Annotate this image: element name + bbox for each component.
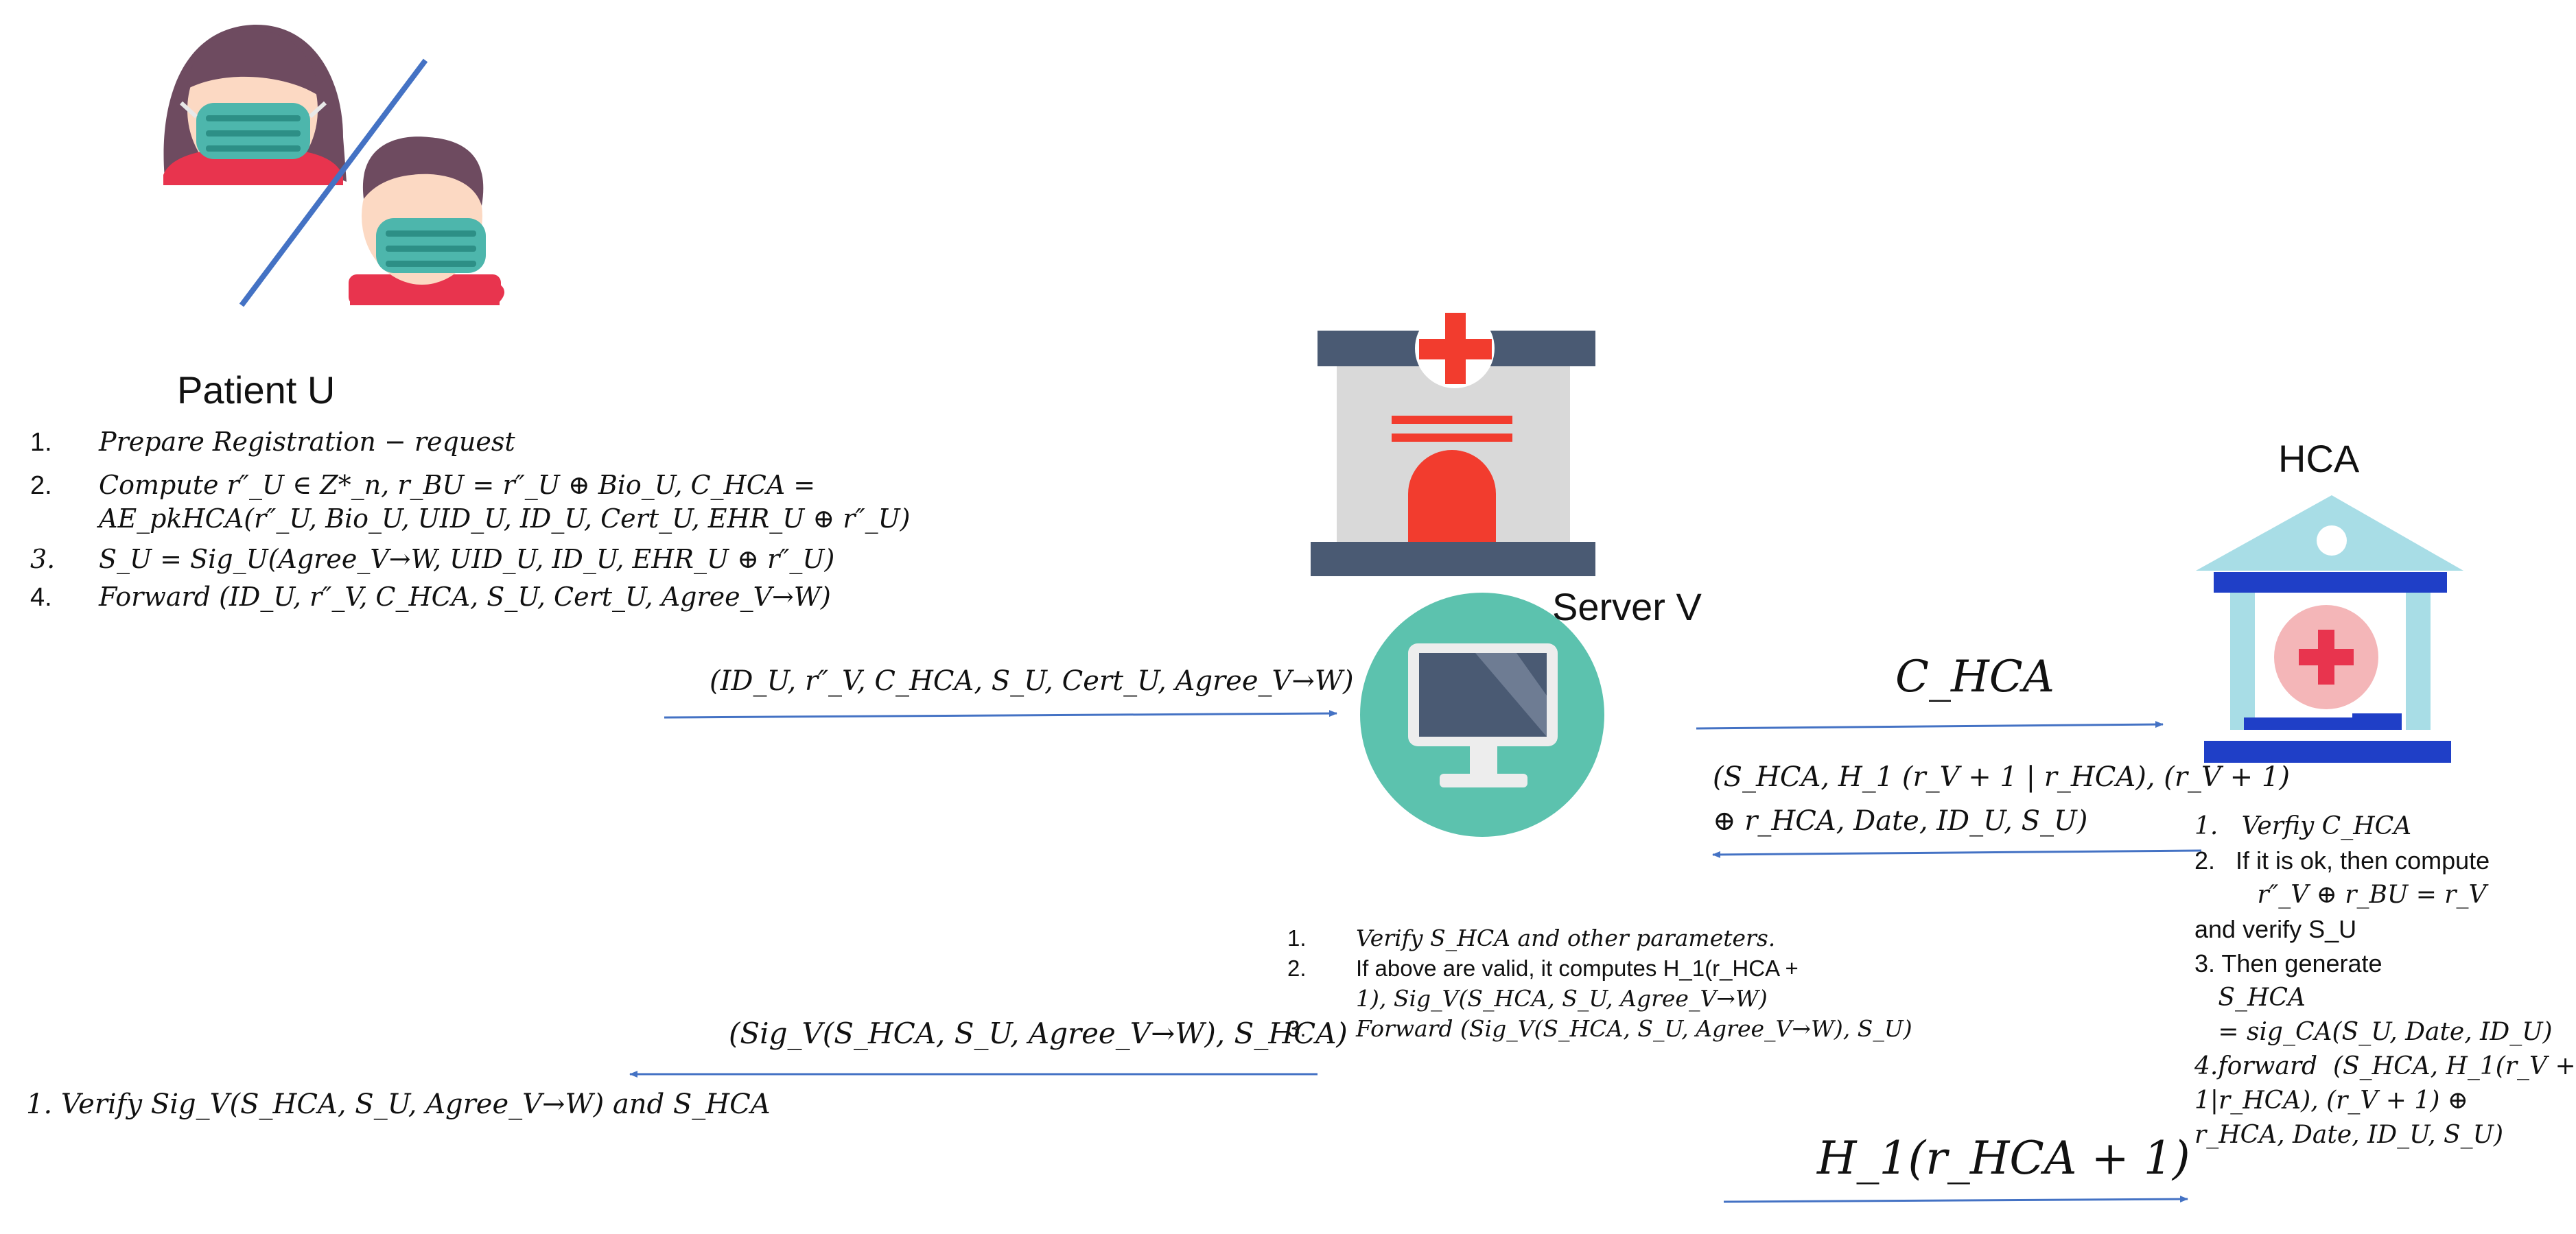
server-step: 2.If above are valid, it computes H_1(r_…: [1287, 956, 1799, 981]
arrow-patient-to-server: [664, 710, 1337, 719]
patient-step: 4.Forward (ID_U, r″_V, C_HCA, S_U, Cert_…: [30, 582, 831, 612]
patient-step: 1.Prepare Registration − request: [30, 427, 515, 457]
arrow-server-to-hca: [1696, 721, 2164, 730]
patient-title: Patient U: [177, 368, 336, 412]
hca-step-line: r″_V ⊕ r_BU = r_V: [2194, 881, 2487, 909]
label-hca-to-server-2: ⊕ r_HCA, Date, ID_U, S_U): [1713, 805, 2088, 837]
hca-title: HCA: [2278, 437, 2360, 480]
hca-step-line: 1|r_HCA), (r_V + 1) ⊕: [2194, 1087, 2468, 1115]
server-steps: 1.Verify S_HCA and other parameters. 2.I…: [1287, 923, 1912, 1044]
hca-step-line: and verify S_U: [2194, 915, 2357, 943]
hca-step-line: 4.forward (S_HCA, H_1(r_V +: [2194, 1052, 2576, 1080]
hospital-icon: [1311, 309, 1595, 576]
hca-building-icon: [2196, 495, 2463, 763]
server-step: 1), Sig_V(S_HCA, S_U, Agree_V→W): [1356, 985, 1768, 1012]
patient-verify-step: 1. Verify Sig_V(S_HCA, S_U, Agree_V→W) a…: [26, 1089, 771, 1120]
patient-step: AE_pkHCA(r″_U, Bio_U, UID_U, ID_U, Cert_…: [99, 503, 911, 534]
hca-step-line: = sig_CA(S_U, Date, ID_U): [2194, 1018, 2553, 1046]
server-step: 3.Forward (Sig_V(S_HCA, S_U, Agree_V→W),…: [1287, 1015, 1912, 1042]
label-patient-to-server: (ID_U, r″_V, C_HCA, S_U, Cert_U, Agree_V…: [710, 665, 1354, 697]
hca-step-line: 1. Verfiy C_HCA: [2194, 812, 2412, 840]
or-slash: [239, 58, 428, 307]
server-title: Server V: [1552, 585, 1702, 628]
label-server-to-hca: C_HCA: [1895, 652, 2054, 702]
arrow-server-to-hca-final: [1723, 1196, 2188, 1203]
server-step: 1.Verify S_HCA and other parameters.: [1287, 925, 1776, 951]
hca-step-line: r_HCA, Date, ID_U, S_U): [2194, 1121, 2504, 1149]
patient-step: 3.S_U = Sig_U(Agree_V→W, UID_U, ID_U, EH…: [30, 544, 835, 574]
patient-steps: 1.Prepare Registration − request 2.Compu…: [30, 425, 911, 614]
hca-step-line: 2. If it is ok, then compute: [2194, 846, 2490, 875]
hca-step-line: S_HCA: [2194, 984, 2306, 1012]
label-server-to-hca-final: H_1(r_HCA + 1): [1817, 1132, 2190, 1185]
female-patient-icon: [163, 24, 347, 185]
label-server-to-patient: (Sig_V(S_HCA, S_U, Agree_V→W), S_HCA): [729, 1017, 1348, 1050]
arrow-hca-to-server: [1712, 849, 2202, 858]
male-patient-icon: [349, 137, 505, 305]
hca-step-line: 3. Then generate: [2194, 949, 2382, 977]
label-hca-to-server-1: (S_HCA, H_1 (r_V + 1 | r_HCA), (r_V + 1): [1713, 761, 2290, 793]
patient-step: 2.Compute r″_U ∈ Z*_n, r_BU = r″_U ⊕ Bio…: [30, 470, 816, 500]
hca-steps: 1. Verfiy C_HCA 2. If it is ok, then com…: [2194, 809, 2576, 1152]
computer-monitor-icon: [1360, 593, 1604, 837]
